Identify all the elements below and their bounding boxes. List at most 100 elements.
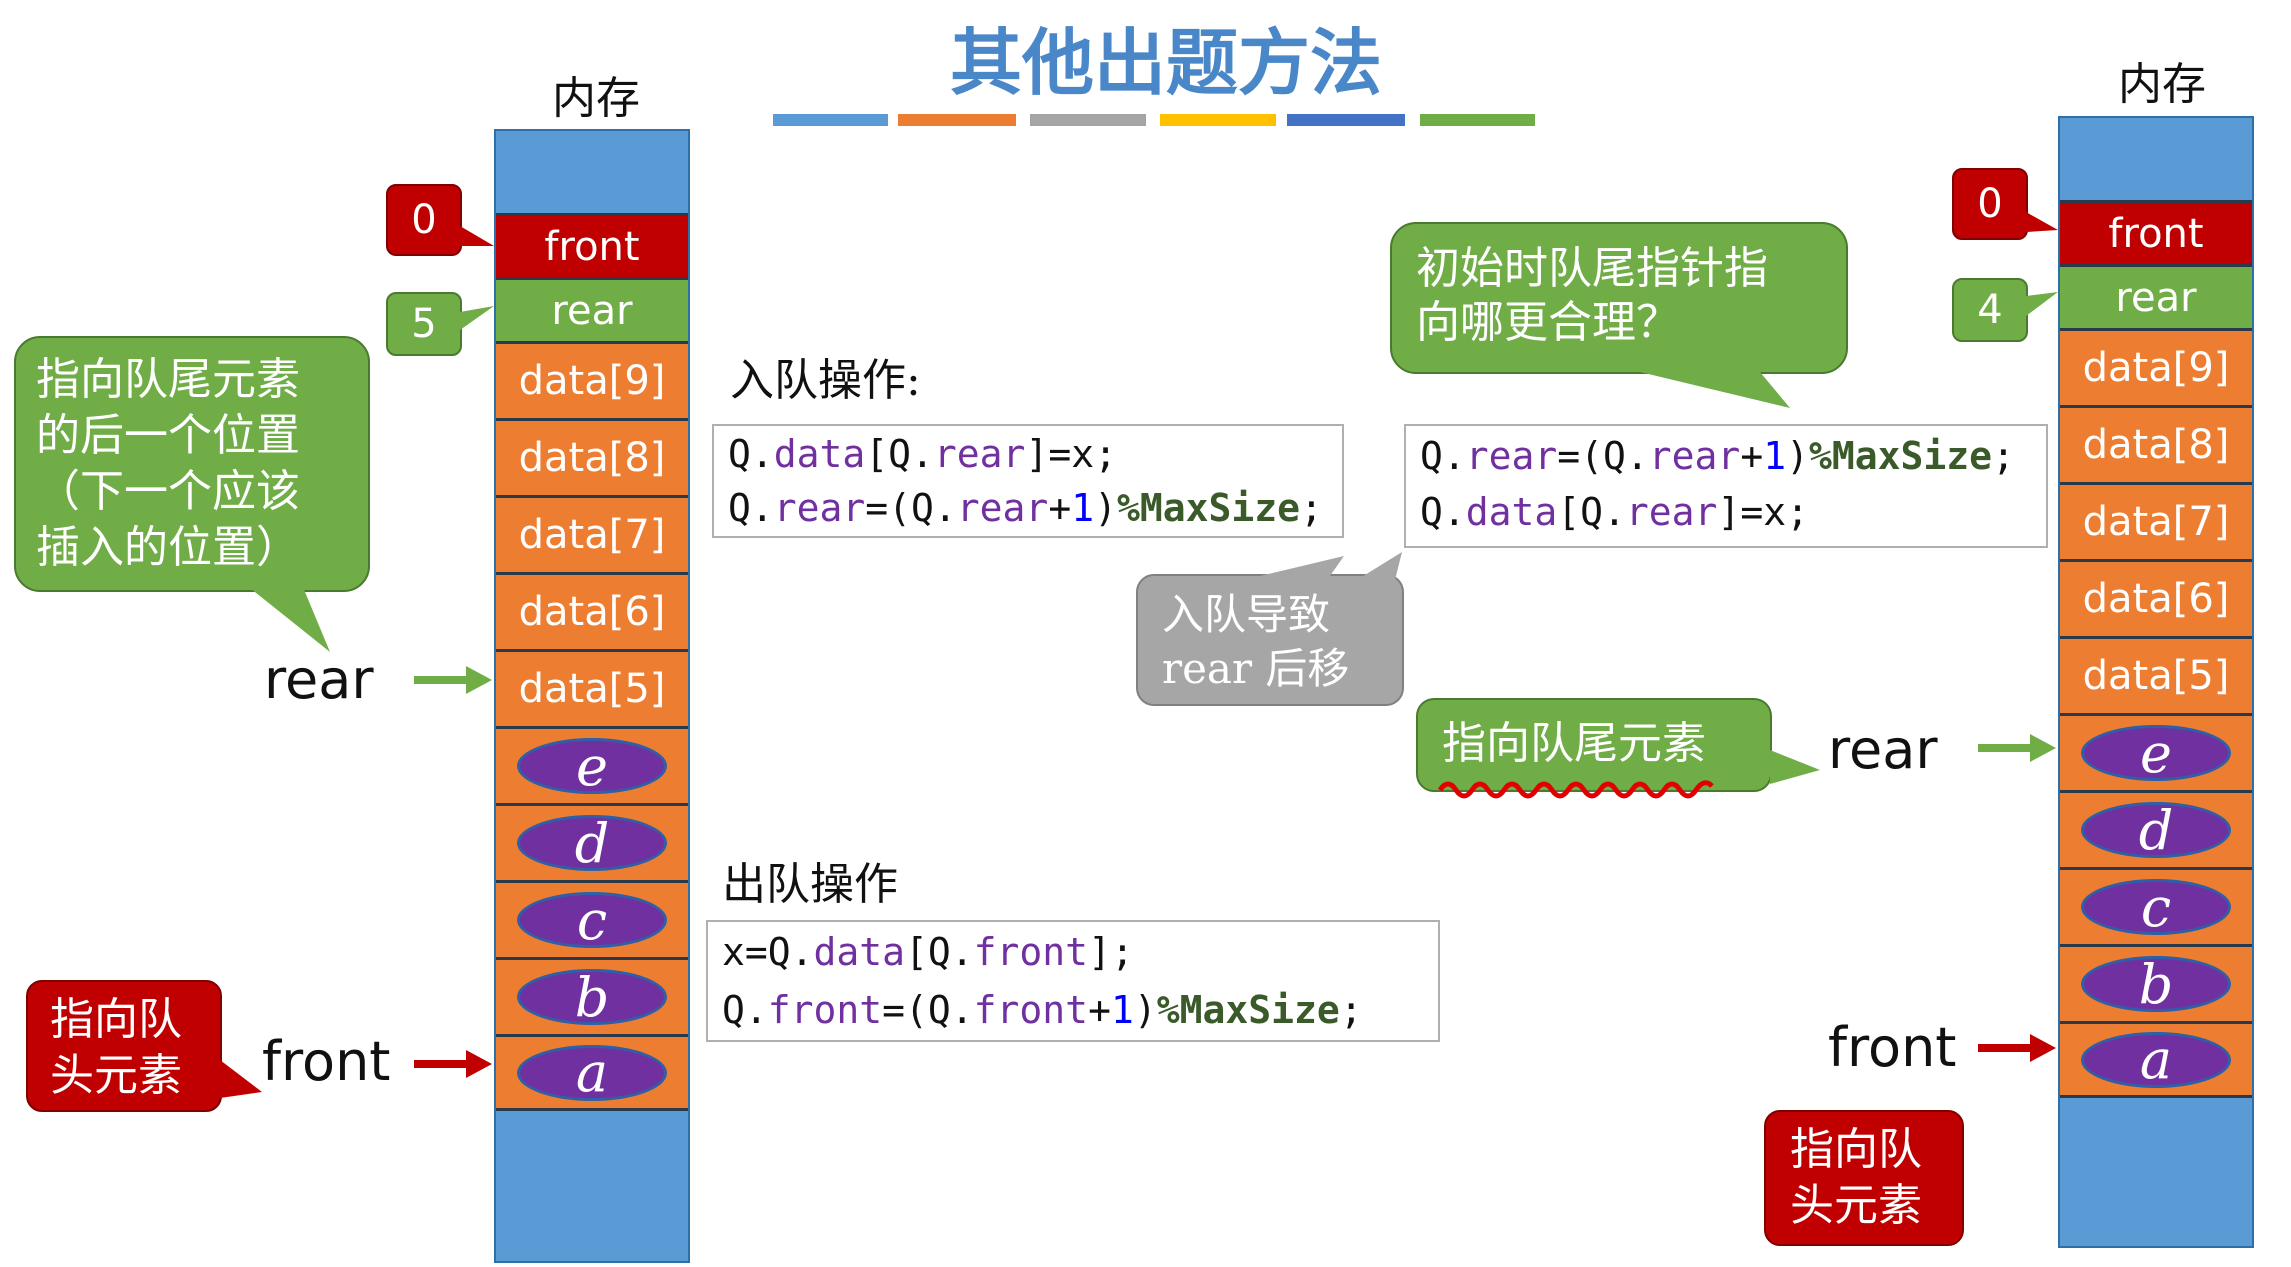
rear-arrow [1978,734,2056,762]
front-badge-pointer [460,226,494,246]
element-cell: c [496,880,688,957]
dequeue-code-box: x=Q.data[Q.front]; Q.front=(Q.front+1)%M… [706,920,1440,1042]
data-cell: data[5] [2060,636,2252,713]
front-value-badge: 0 [1952,168,2028,240]
callout-line: 指向队尾元素 [1442,718,1706,769]
callout-line: 指向队 [1790,1124,1922,1175]
callout-line: 指向队尾元素 [36,354,300,405]
data-cell: data[6] [496,572,688,649]
rear-cell: rear [2060,264,2252,328]
front-cell: front [496,213,688,277]
code-line: Q.front=(Q.front+1)%MaxSize; [722,988,1363,1032]
rear-cell: rear [496,277,688,341]
memory-label: 内存 [2118,59,2206,110]
callout-line: 头元素 [50,1050,182,1101]
code-line: Q.rear=(Q.rear+1)%MaxSize; [728,486,1323,530]
front-cell: front [2060,200,2252,264]
element-d: d [2081,799,2231,862]
callout-line: 初始时队尾指针指 [1416,243,1768,294]
rear-pointer-label: rear [264,648,374,711]
element-cell: e [496,726,688,803]
data-cell: data[8] [2060,405,2252,482]
element-d: d [517,812,667,875]
rear-badge-pointer [460,306,494,330]
callout-line: （下一个应该 [36,466,300,517]
color-bar-segment [898,114,1016,126]
data-cell-label: data[5] [518,666,666,712]
color-bar-segment [1420,114,1535,126]
data-cell-label: data[9] [2082,345,2230,391]
element-c: c [2081,876,2231,939]
front-arrow [1978,1034,2056,1062]
data-cell: data[7] [496,495,688,572]
data-cell-label: data[8] [518,435,666,481]
front-cell-label: front [544,223,640,270]
color-bar-segment [773,114,888,126]
front-cell-label: front [2108,210,2204,257]
element-cell: d [2060,790,2252,867]
element-b: b [2081,953,2231,1016]
front-head-callout: 指向队 头元素 [26,980,222,1112]
alt-enqueue-code-box: Q.rear=(Q.rear+1)%MaxSize; Q.data[Q.rear… [1404,424,2048,548]
front-value-badge: 0 [386,184,462,256]
rear-arrow [414,666,492,694]
question-callout: 初始时队尾指针指 向哪更合理？ [1390,222,1848,374]
data-cell-label: data[6] [518,589,666,635]
code-line: Q.data[Q.rear]=x; [1420,490,1809,534]
code-line: Q.rear=(Q.rear+1)%MaxSize; [1420,434,2015,478]
color-bar-segment [1030,114,1146,126]
callout-line: 指向队 [50,994,182,1045]
enqueue-code-box: Q.data[Q.rear]=x; Q.rear=(Q.rear+1)%MaxS… [712,424,1344,538]
gray-callout-tail-right [1360,552,1402,592]
element-cell: a [2060,1021,2252,1098]
enqueue-rear-move-callout: 入队导致 rear 后移 [1136,574,1404,706]
enqueue-heading: 入队操作: [730,355,921,406]
data-cell: data[8] [496,418,688,495]
code-line: x=Q.data[Q.front]; [722,930,1134,974]
element-cell: b [496,957,688,1034]
data-cell-label: data[9] [518,358,666,404]
memory-label: 内存 [552,73,640,124]
callout-line: 插入的位置） [36,522,300,573]
dequeue-heading: 出队操作 [722,859,898,910]
callout-line: 向哪更合理？ [1416,297,1680,348]
rear-cell-label: rear [551,287,633,334]
callout-line: 头元素 [1790,1180,1922,1231]
memory-column-left: front rear data[9] data[8] data[7] data[… [494,129,690,1263]
element-cell: c [2060,867,2252,944]
color-bar-segment [1160,114,1276,126]
callout-line: 的后一个位置 [36,410,300,461]
data-cell: data[7] [2060,482,2252,559]
page-title: 其他出题方法 [950,20,1383,105]
code-line: Q.data[Q.rear]=x; [728,432,1117,476]
element-e: e [2081,722,2231,785]
gray-callout-tail-left [1260,556,1344,576]
element-cell: d [496,803,688,880]
rear-badge-pointer [2026,292,2058,316]
data-cell-label: data[7] [2082,499,2230,545]
element-b: b [517,966,667,1029]
rear-pointer-label: rear [1828,718,1938,781]
front-pointer-label: front [262,1030,391,1093]
data-cell: data[9] [2060,328,2252,405]
data-cell-label: data[8] [2082,422,2230,468]
color-bar-segment [1287,114,1405,126]
element-e: e [517,735,667,798]
memory-column-right: front rear data[9] data[8] data[7] data[… [2058,116,2254,1248]
element-a: a [2081,1028,2231,1091]
data-cell: data[9] [496,341,688,418]
callout-line: rear 后移 [1162,644,1350,693]
question-callout-tail [1640,372,1790,408]
element-cell: a [496,1034,688,1111]
data-cell-label: data[7] [518,512,666,558]
front-badge-pointer [2026,212,2058,232]
rear-callout-tail [240,580,330,652]
element-cell: b [2060,944,2252,1021]
rear-element-callout-tail [1770,750,1820,784]
data-cell: data[6] [2060,559,2252,636]
front-callout-tail [220,1060,262,1098]
element-c: c [517,889,667,952]
element-cell: e [2060,713,2252,790]
squiggle-underline [1437,780,1714,799]
